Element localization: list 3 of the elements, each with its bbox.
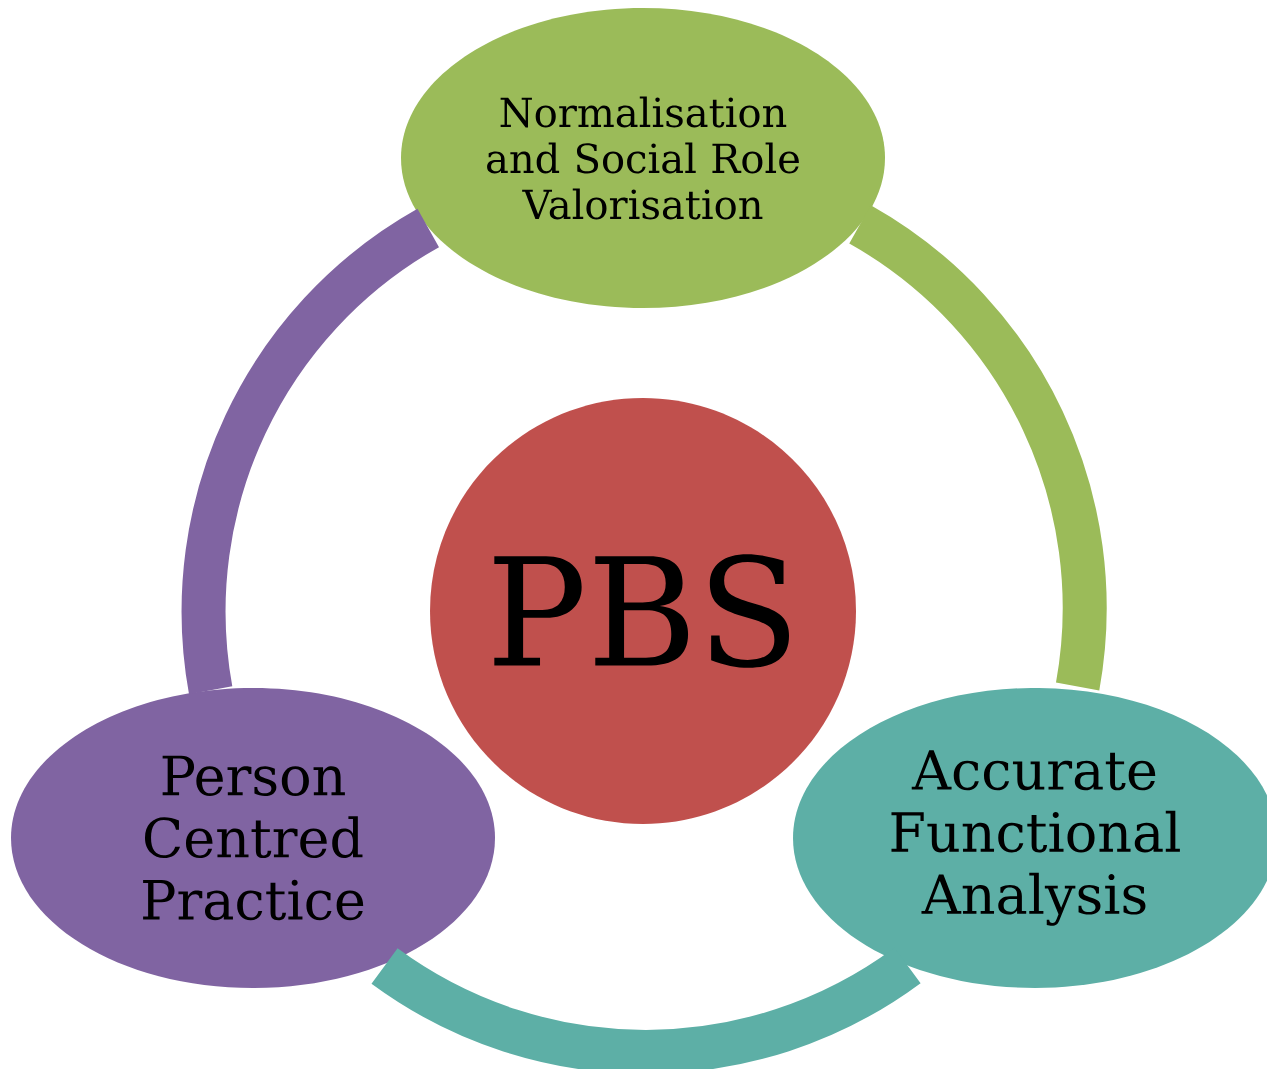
ring-arc — [181, 209, 440, 694]
ring-arc — [372, 947, 920, 1069]
ring-arc — [848, 205, 1107, 690]
